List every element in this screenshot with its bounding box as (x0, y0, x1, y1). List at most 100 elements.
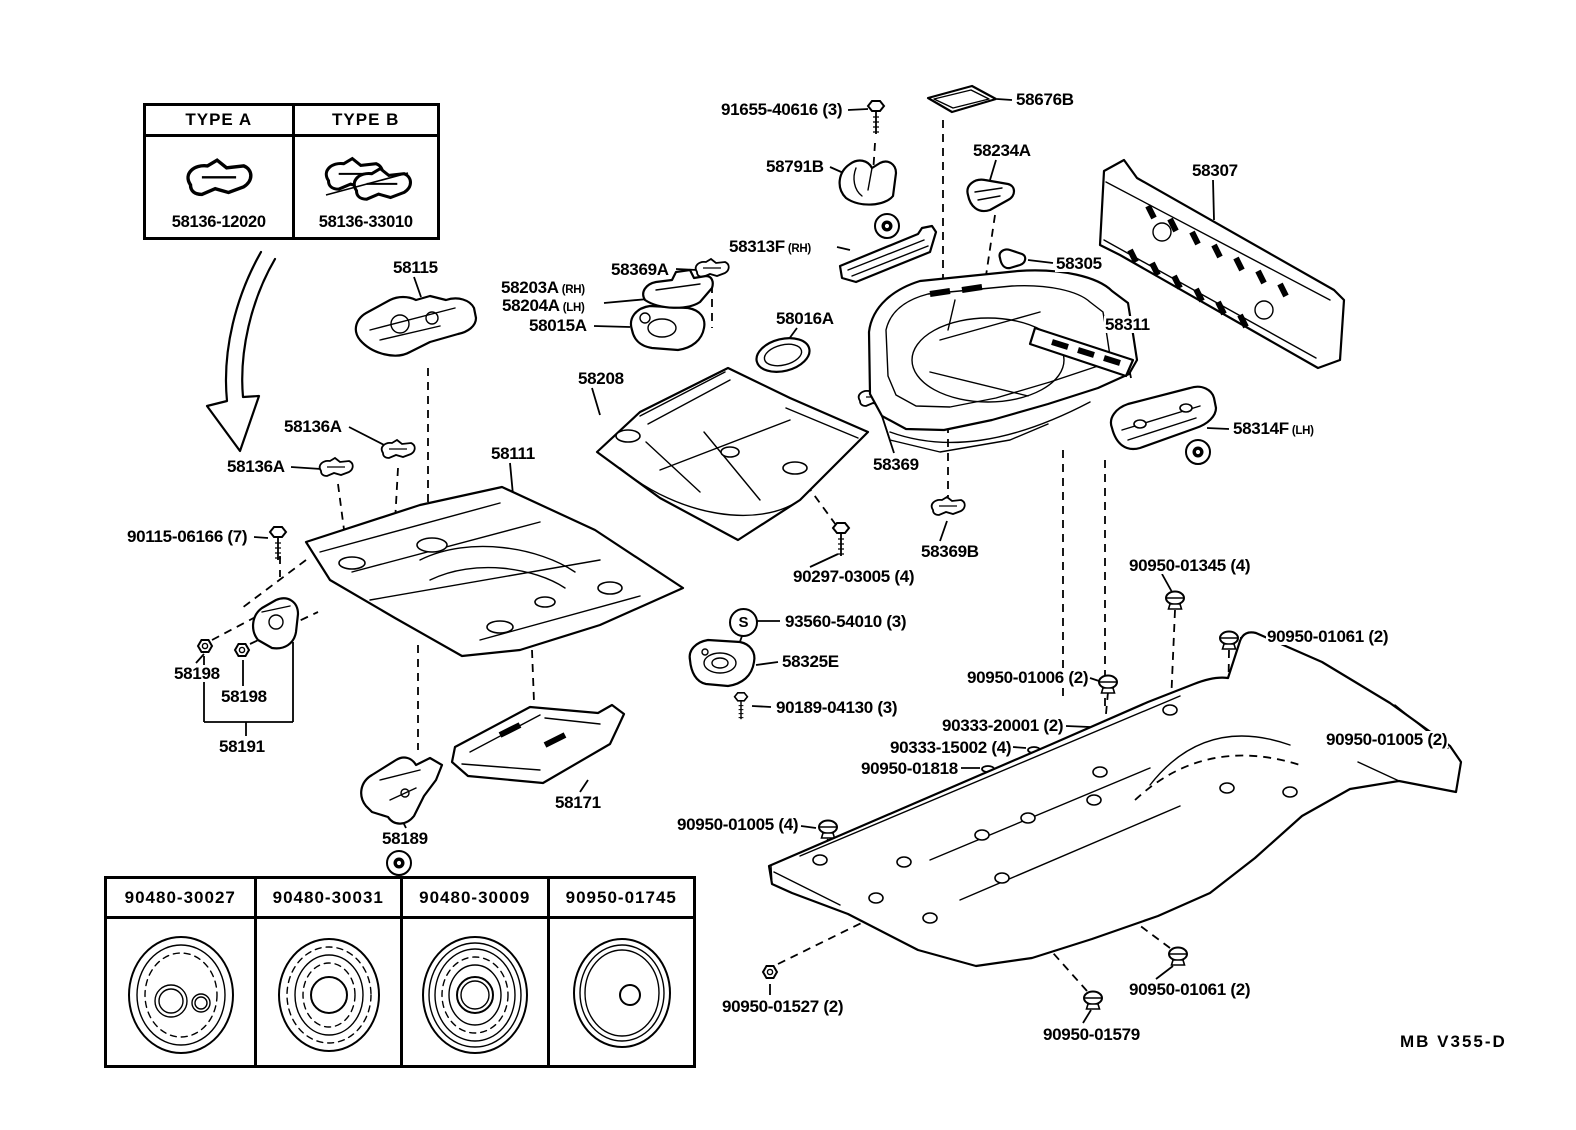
part-label-58313F: 58313F(RH) (728, 237, 812, 256)
grommet-90950-01579-icon (1083, 990, 1103, 1010)
grommet-col-4-header: 90950-01745 (546, 879, 693, 919)
part-58189-drawing (360, 756, 444, 825)
grommet-90950-01061-icon (1219, 630, 1239, 650)
grommet-drawing-icon (127, 936, 234, 1054)
part-label-58115: 58115 (392, 258, 439, 277)
part-58313f-drawing (838, 224, 938, 284)
part-underbody-panel-drawing (767, 631, 1463, 968)
type-a-cell: 58136-12020 (146, 137, 292, 237)
part-label-58111: 58111 (490, 444, 536, 463)
part-label-58307: 58307 (1191, 161, 1239, 180)
grommet-cell-4 (546, 919, 694, 1065)
part-label-58325E: 58325E (781, 652, 840, 671)
part-label-58234A: 58234A (972, 141, 1032, 160)
type-a-clip-icon (186, 158, 253, 197)
part-label-90950-01818: 90950-01818 (860, 759, 959, 778)
part-58676b-drawing (926, 84, 998, 114)
part-58234a-drawing (966, 178, 1016, 213)
part-label-90950-01527: 90950-01527 (2) (721, 997, 845, 1016)
grommet-cell-2 (253, 919, 401, 1065)
plug-ring-icon (1185, 439, 1211, 465)
part-label-90189-04130: 90189-04130 (3) (775, 698, 899, 717)
part-58191-drawing (252, 597, 300, 650)
nut-58198-icon (197, 639, 213, 653)
part-58305-drawing (998, 248, 1027, 270)
grommet-90950-01061b-icon (1168, 946, 1188, 966)
part-label-58791B: 58791B (765, 157, 825, 176)
plug-ring-icon (874, 213, 900, 239)
part-label-90333-20001: 90333-20001 (2) (941, 716, 1065, 735)
part-58307-drawing (1098, 158, 1346, 370)
part-label-58311: 58311 (1104, 315, 1151, 334)
part-58311-rear-floor-pan-drawing (867, 269, 1139, 453)
bolt-91655-icon (867, 100, 885, 135)
part-label-58198: 58198 (173, 664, 221, 683)
part-label-58136A: 58136A (283, 417, 343, 436)
drawing-code: MB V355-D (1400, 1032, 1507, 1051)
part-label-90950-01006: 90950-01006 (2) (966, 668, 1090, 687)
plug-ring-icon (386, 850, 412, 876)
part-label-58171: 58171 (554, 793, 602, 812)
type-table: TYPE A TYPE B 58136-12020 58136-33010 (143, 103, 440, 240)
part-label-90950-01579: 90950-01579 (1042, 1025, 1141, 1044)
part-58208-center-floor-pan-drawing (595, 366, 870, 542)
grommet-col-2-header: 90480-30031 (253, 879, 400, 919)
clip-58369b-icon (930, 496, 966, 516)
grommet-col-1-header: 90480-30027 (107, 879, 254, 919)
part-label-58314F: 58314F(LH) (1232, 419, 1315, 438)
clip-58136a-icon (380, 439, 416, 459)
part-label-58369A: 58369A (610, 260, 670, 279)
part-label-58208: 58208 (577, 369, 625, 388)
grommet-drawing-icon (277, 938, 380, 1052)
part-label-90950-01061: 90950-01061 (2) (1266, 627, 1390, 646)
clip-58369a-icon (694, 258, 730, 278)
part-label-90950-01005: 90950-01005 (4) (676, 815, 800, 834)
bolt-90297-icon (832, 522, 850, 557)
bolt-90115-icon (269, 526, 287, 561)
type-b-part-number: 58136-33010 (318, 213, 413, 231)
grommet-90950-01006-icon (1098, 674, 1118, 694)
part-label-58305: 58305 (1055, 254, 1103, 273)
type-b-clip-icon (324, 157, 412, 201)
reference-arrow (205, 250, 277, 453)
part-label-90115-06166: 90115-06166 (7) (126, 527, 249, 546)
part-58325e-drawing (688, 638, 756, 688)
type-a-part-number: 58136-12020 (171, 213, 266, 231)
part-label-90950-01005: 90950-01005 (2) (1325, 730, 1449, 749)
part-label-58204A: 58204A(LH) (501, 296, 586, 315)
part-label-58369: 58369 (872, 455, 920, 474)
part-58016a-drawing (755, 337, 811, 373)
grommet-col-3-header: 90480-30009 (400, 879, 547, 919)
part-label-58191: 58191 (218, 737, 266, 756)
part-58115-drawing (354, 294, 478, 357)
part-label-90333-15002: 90333-15002 (4) (889, 738, 1013, 757)
grommet-table: 90480-30027 90480-30031 90480-30009 9095… (104, 876, 696, 1068)
grommet-cell-1 (107, 919, 254, 1065)
part-58203a-drawing (642, 268, 714, 309)
part-label-90297-03005: 90297-03005 (4) (792, 567, 916, 586)
part-58111-front-floor-pan-drawing (304, 485, 685, 658)
part-label-58016A: 58016A (775, 309, 835, 328)
part-label-58369B: 58369B (920, 542, 980, 561)
type-b-header: TYPE B (291, 106, 437, 137)
nut-90950-01527-icon (762, 965, 778, 979)
part-label-58189: 58189 (381, 829, 429, 848)
part-label-58136A: 58136A (226, 457, 286, 476)
part-58171-drawing (450, 703, 626, 785)
part-label-91655-40616: 91655-40616 (3) (720, 100, 844, 119)
part-label-58676B: 58676B (1015, 90, 1075, 109)
part-label-93560-54010: 93560-54010 (3) (784, 612, 908, 631)
bolt-90189-icon (733, 691, 749, 721)
part-label-58203A: 58203A(RH) (500, 278, 586, 297)
grommet-cell-3 (400, 919, 547, 1065)
screw-symbol-s: S (729, 608, 758, 637)
nut-58198b-icon (234, 643, 250, 657)
type-b-cell: 58136-33010 (291, 137, 438, 237)
type-a-header: TYPE A (146, 106, 292, 137)
clip-58136a-icon (318, 457, 354, 477)
grommet-drawing-icon (422, 936, 529, 1054)
part-label-58015A: 58015A (528, 316, 588, 335)
grommet-90950-01005a-icon (818, 819, 838, 839)
part-58791b-drawing (838, 159, 898, 206)
